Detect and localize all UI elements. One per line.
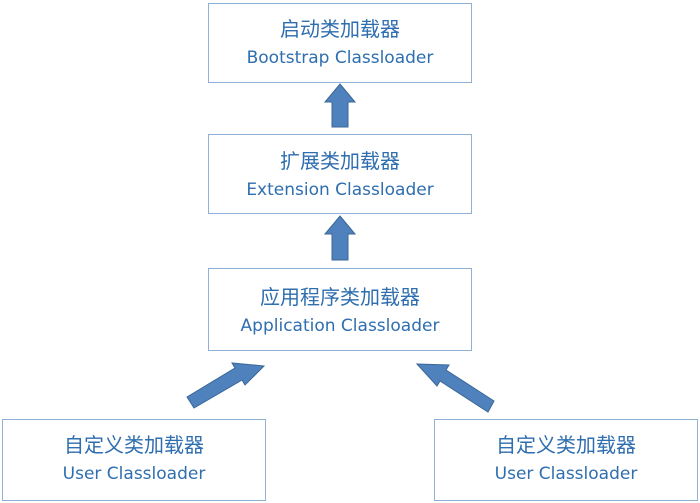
- node-title-zh: 应用程序类加载器: [260, 285, 420, 309]
- user-classloader-node-right: 自定义类加载器 User Classloader: [434, 419, 698, 501]
- application-classloader-node: 应用程序类加载器 Application Classloader: [208, 268, 472, 351]
- node-title-en: Bootstrap Classloader: [246, 48, 434, 68]
- arrow-extension-to-bootstrap: [323, 83, 357, 128]
- node-title-zh: 启动类加载器: [280, 17, 400, 41]
- arrow-user-left-to-application: [186, 362, 266, 409]
- arrow-user-right-to-application: [415, 363, 495, 413]
- extension-classloader-node: 扩展类加载器 Extension Classloader: [208, 134, 472, 214]
- node-title-zh: 自定义类加载器: [496, 433, 636, 457]
- node-title-en: Extension Classloader: [246, 180, 434, 200]
- node-title-en: Application Classloader: [240, 316, 440, 336]
- arrow-application-to-extension: [323, 215, 357, 261]
- node-title-en: User Classloader: [62, 464, 206, 484]
- node-title-zh: 扩展类加载器: [280, 149, 400, 173]
- user-classloader-node-left: 自定义类加载器 User Classloader: [2, 419, 266, 501]
- bootstrap-classloader-node: 启动类加载器 Bootstrap Classloader: [208, 3, 472, 83]
- node-title-en: User Classloader: [494, 464, 638, 484]
- node-title-zh: 自定义类加载器: [64, 433, 204, 457]
